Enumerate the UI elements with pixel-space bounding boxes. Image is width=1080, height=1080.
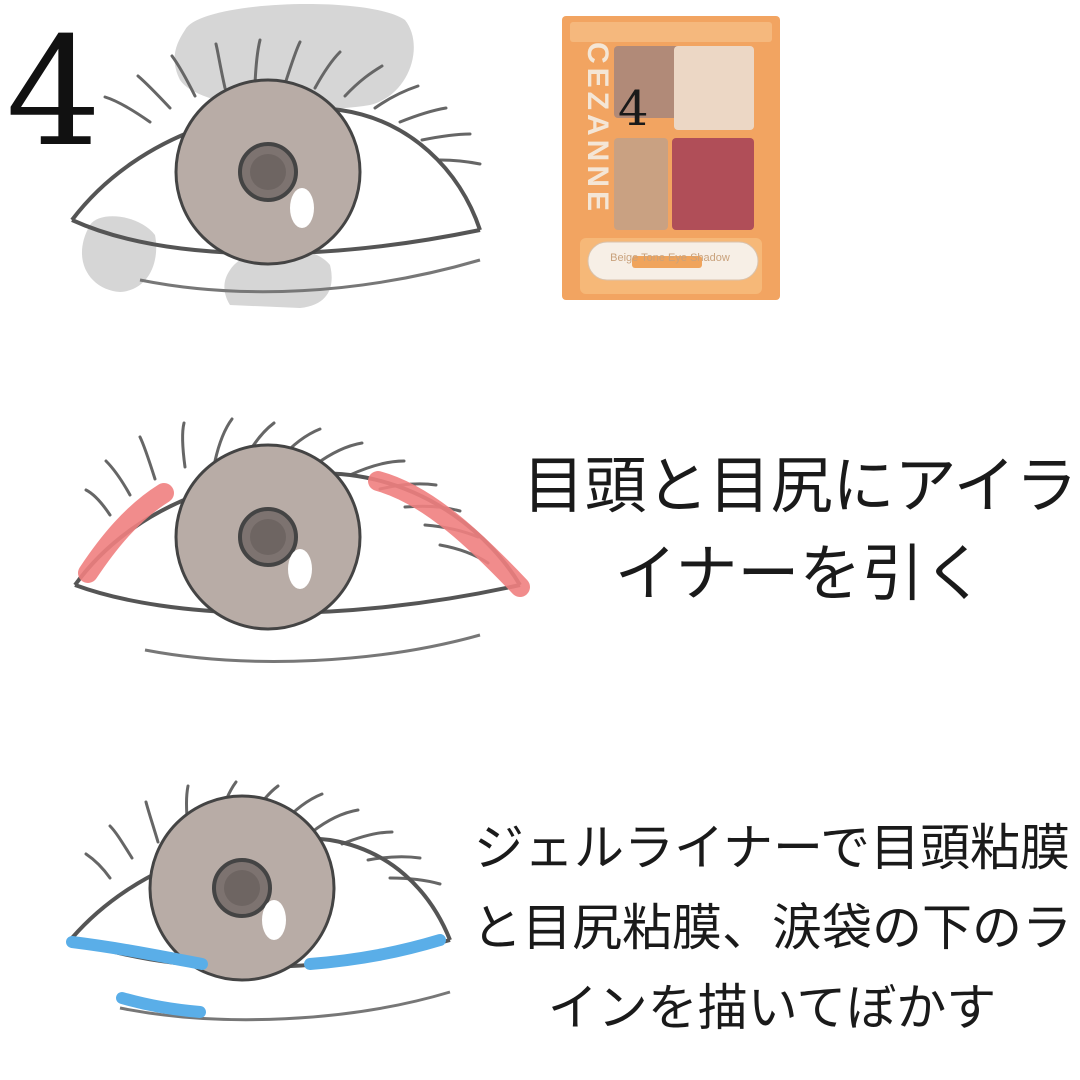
shadow-area-inner (81, 216, 157, 292)
gel-liner-mark-outer (304, 934, 446, 970)
brand-name: CEZANNE (581, 42, 614, 216)
eyeshadow-palette (562, 16, 780, 300)
liner-mark-inner (78, 483, 174, 583)
palette-shade-number: 4 (618, 81, 649, 137)
eye-illustration-shadow (70, 3, 482, 308)
eye-illustration-gel-liner (66, 780, 452, 1022)
caption-line: イナーを引く (614, 537, 986, 610)
caption-line: インを描いてぼかす (547, 979, 997, 1037)
shade-4 (672, 138, 754, 230)
caption-line: と目尻粘膜、涙袋の下のラ (472, 899, 1072, 957)
caption-liner: 目頭と目尻にアイラ イナーを引く (520, 442, 1080, 618)
shade-1 (614, 46, 692, 118)
liner-mark-outer (368, 471, 530, 597)
gel-liner-mark-inner (66, 936, 208, 970)
shade-3 (614, 138, 668, 230)
gel-liner-mark-under (116, 992, 206, 1018)
palette-product-name: Beige Tone Eye Shadow (610, 252, 730, 264)
caption-line: 目頭と目尻にアイラ (522, 449, 1078, 522)
caption-line: ジェルライナーで目頭粘膜 (474, 819, 1070, 877)
shade-2 (674, 46, 754, 130)
caption-gel-liner: ジェルライナーで目頭粘膜 と目尻粘膜、涙袋の下のラ インを描いてぼかす (464, 808, 1080, 1048)
step-number: 4 (6, 6, 102, 180)
eye-illustration-liner (73, 417, 530, 663)
